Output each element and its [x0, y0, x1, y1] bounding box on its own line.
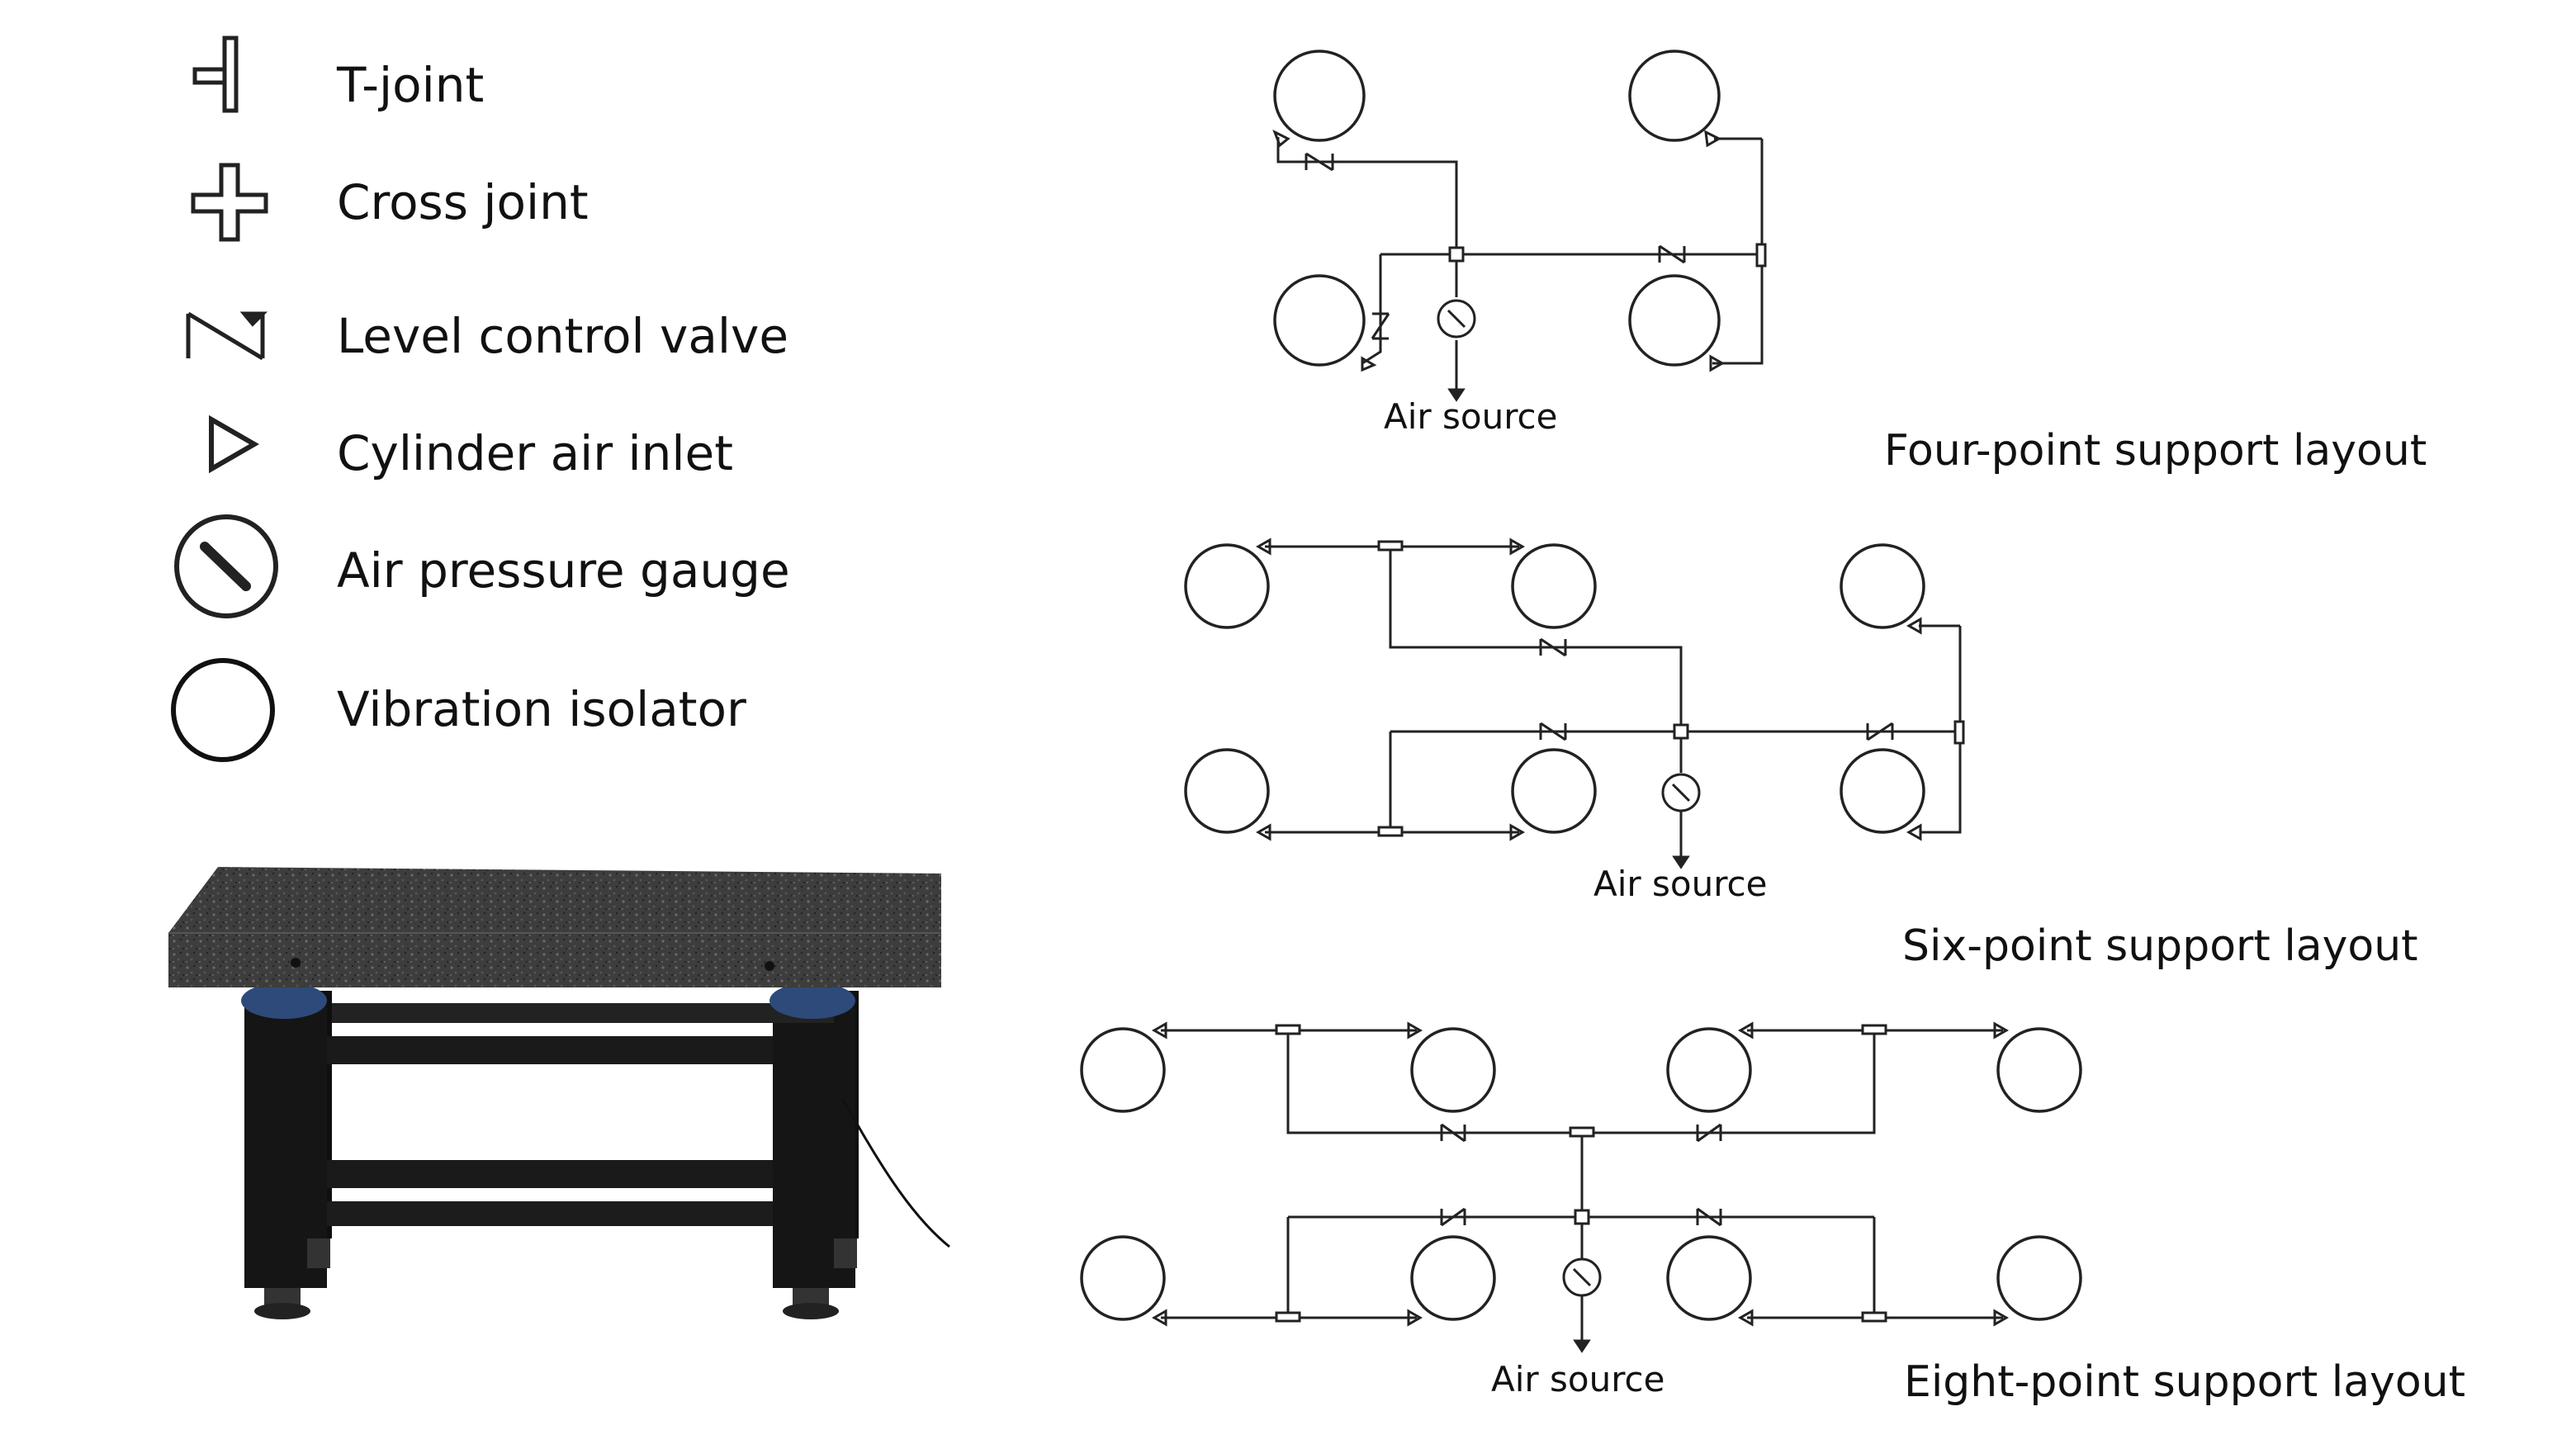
vibration-isolator: [1273, 50, 1366, 142]
air-pressure-gauge-icon: [174, 514, 278, 618]
t-joint-icon: [192, 36, 239, 113]
legend-label-cross-joint: Cross joint: [337, 174, 589, 230]
vibration-isolator: [1628, 274, 1721, 367]
eight-point-air-source-label: Air source: [1491, 1359, 1665, 1399]
legend-label-t-joint: T-joint: [337, 57, 485, 113]
four-point-layout-title: Four-point support layout: [1884, 426, 2427, 476]
vibration-isolator-icon: [171, 658, 275, 762]
four-point-support-diagram: [1272, 50, 1767, 402]
six-point-air-source-label: Air source: [1593, 864, 1768, 904]
legend-label-level-control-valve: Level control valve: [337, 308, 789, 364]
six-point-support-diagram: [1184, 537, 1965, 869]
legend-label-vibration-isolator: Vibration isolator: [337, 681, 746, 737]
level-control-valve-icon: [186, 311, 268, 361]
six-point-layout-title: Six-point support layout: [1902, 921, 2418, 971]
four-point-air-source-label: Air source: [1384, 396, 1558, 437]
vibration-isolator: [1628, 50, 1721, 142]
legend-label-cylinder-air-inlet: Cylinder air inlet: [337, 425, 733, 481]
vibration-isolator: [1273, 274, 1366, 367]
eight-point-layout-title: Eight-point support layout: [1904, 1357, 2465, 1407]
cylinder-air-inlet-icon: [209, 414, 260, 474]
level-control-valve: [1305, 152, 1334, 172]
optical-table-illustration: [168, 867, 950, 1319]
level-control-valve: [1658, 244, 1686, 264]
level-control-valve: [1371, 312, 1390, 340]
legend-label-air-pressure-gauge: Air pressure gauge: [337, 542, 790, 599]
cross-joint-icon: [191, 163, 268, 242]
eight-point-support-diagram: [1080, 1021, 2082, 1353]
